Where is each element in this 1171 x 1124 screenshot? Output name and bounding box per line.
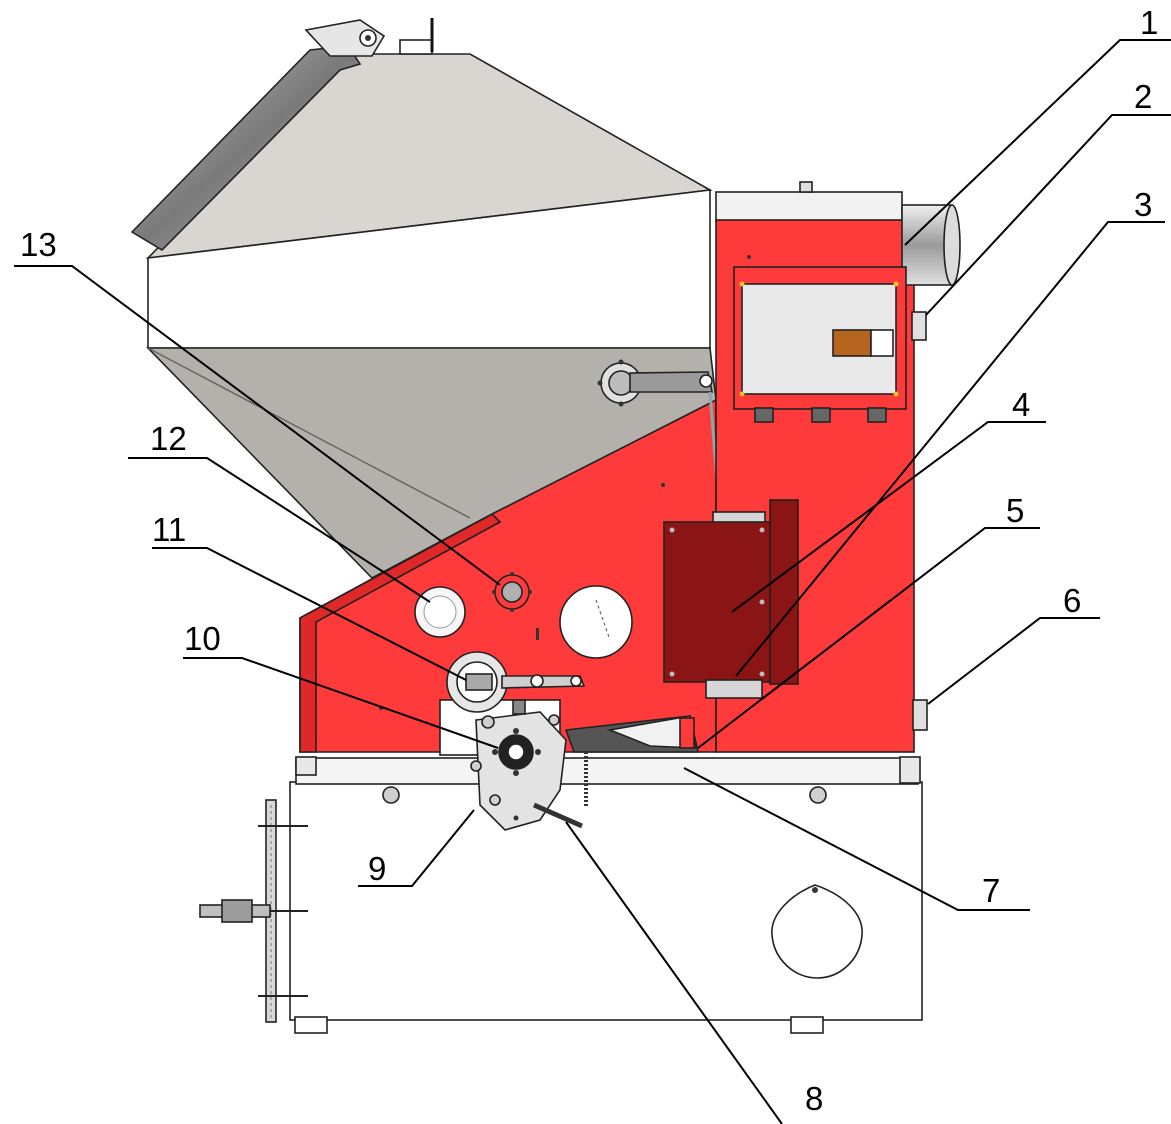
callout-1: 1 — [1140, 4, 1158, 41]
callout-10: 10 — [184, 620, 221, 657]
callout-12: 12 — [150, 420, 187, 457]
callout-8: 8 — [805, 1080, 823, 1117]
lever-mechanism — [470, 699, 699, 831]
callout-4: 4 — [1012, 386, 1030, 423]
callout-11: 11 — [152, 511, 186, 548]
callout-9: 9 — [368, 850, 386, 887]
callout-6: 6 — [1063, 582, 1081, 619]
front-openings — [414, 572, 633, 713]
callout-3: 3 — [1134, 186, 1152, 223]
callout-5: 5 — [1006, 492, 1024, 529]
callout-7: 7 — [982, 872, 1000, 909]
burner-cover — [663, 499, 799, 699]
lower-door — [199, 799, 308, 1023]
hopper-outlet — [597, 359, 722, 519]
callout-13: 13 — [20, 226, 57, 263]
leader-lines — [14, 39, 1171, 1124]
callout-2: 2 — [1134, 78, 1152, 115]
callout-labels: 1 2 3 4 5 6 7 8 9 10 11 12 13 — [20, 4, 1158, 1117]
fuel-hopper — [130, 18, 717, 579]
lower-casing — [289, 756, 923, 1034]
